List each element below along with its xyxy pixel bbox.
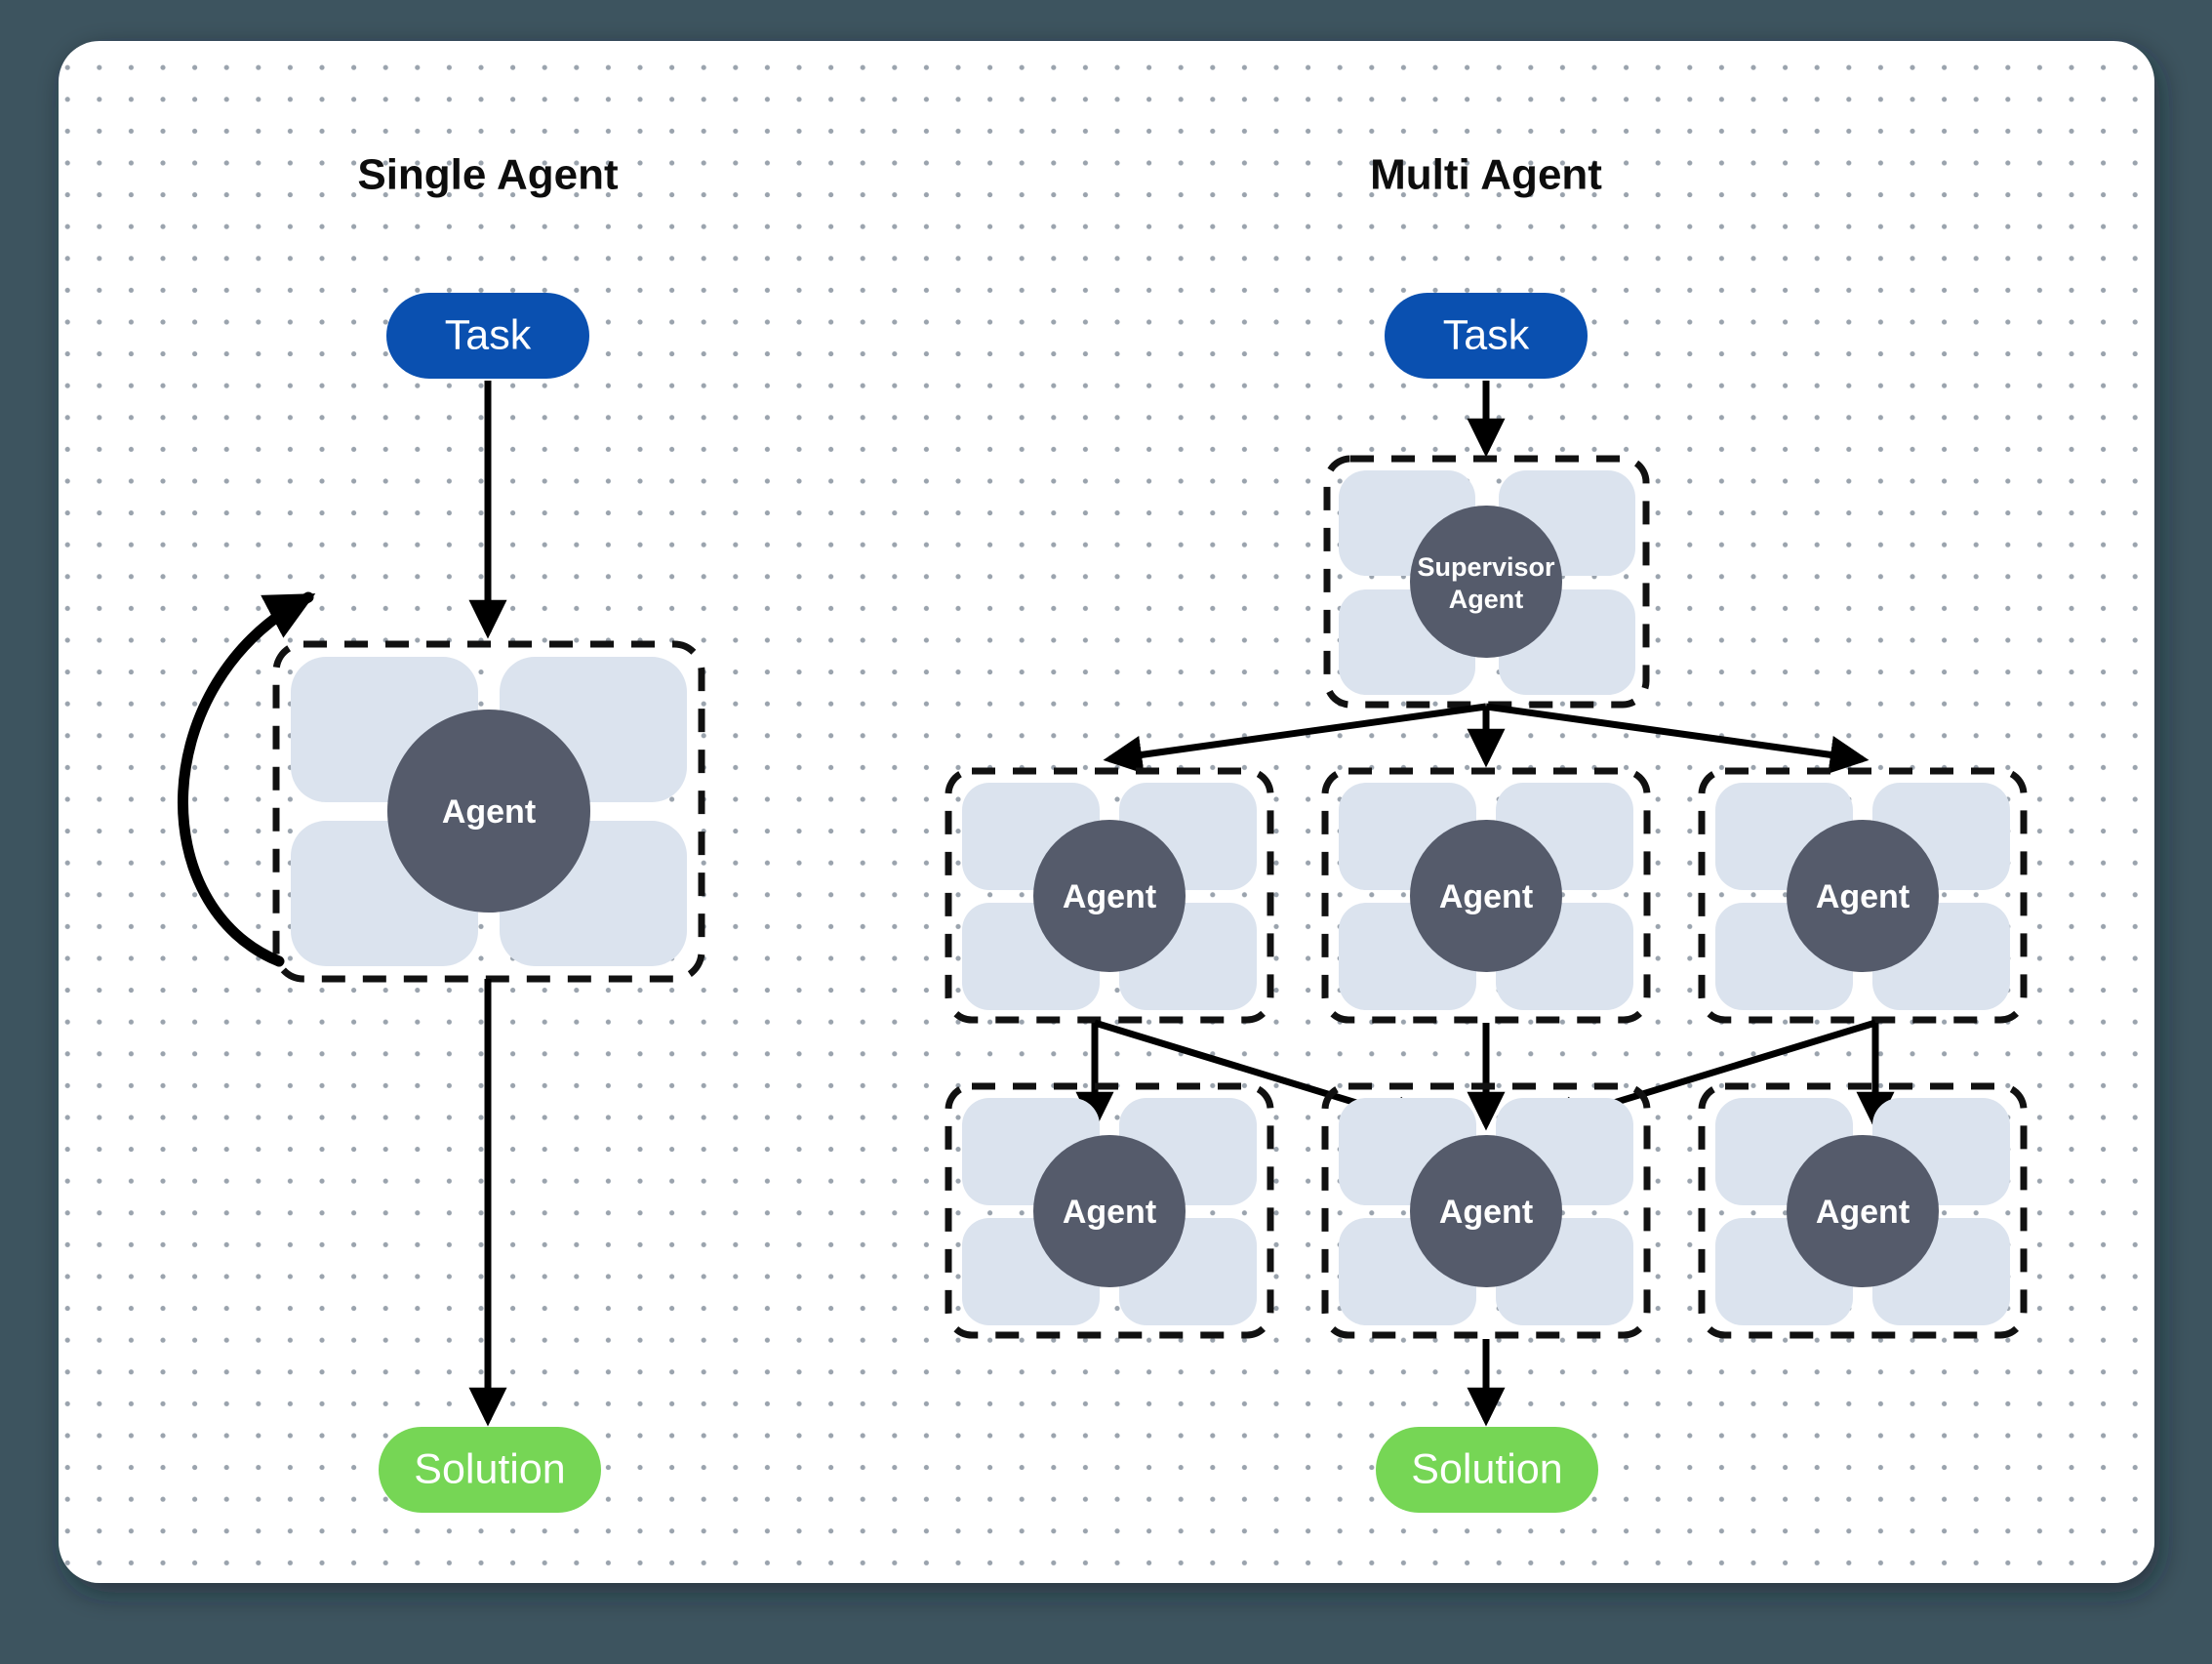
node-agent-bottom-1-label: Agent bbox=[1063, 1194, 1156, 1231]
dashed-boundary-icon bbox=[1698, 767, 2028, 1024]
edge-agent-self-loop bbox=[178, 591, 316, 967]
node-supervisor-label-line1: Supervisor bbox=[1417, 552, 1555, 582]
agent-core-circle bbox=[1410, 820, 1562, 972]
dashed-boundary-icon bbox=[1321, 1082, 1651, 1339]
node-task-multi-label: Task bbox=[1443, 311, 1530, 358]
dashed-boundary-icon bbox=[945, 1082, 1274, 1339]
agent-core-circle bbox=[387, 710, 590, 913]
node-agent-single[interactable]: Agent bbox=[272, 640, 705, 983]
dashed-boundary-icon bbox=[1321, 767, 1651, 1024]
single-agent-panel: Single Agent Task Agent bbox=[178, 151, 705, 1513]
node-agent-bottom-2-label: Agent bbox=[1439, 1194, 1533, 1231]
dot-grid bbox=[59, 41, 2154, 1583]
node-solution-single[interactable]: Solution bbox=[379, 1427, 601, 1513]
node-agent-middle-3[interactable]: Agent bbox=[1698, 767, 2028, 1024]
agent-core-circle bbox=[1410, 1135, 1562, 1287]
node-solution-single-label: Solution bbox=[414, 1445, 565, 1492]
node-task-multi[interactable]: Task bbox=[1385, 293, 1588, 379]
agent-core-circle bbox=[1787, 1135, 1939, 1287]
node-task-single[interactable]: Task bbox=[386, 293, 589, 379]
edge-supervisor-to-agent-m3 bbox=[1485, 703, 1870, 774]
node-task-single-label: Task bbox=[445, 311, 532, 358]
agent-row-bottom: Agent Agent bbox=[945, 1082, 2028, 1339]
page-title-multi-agent: Multi Agent bbox=[1370, 151, 1602, 199]
node-agent-single-label: Agent bbox=[442, 793, 536, 831]
node-supervisor-label-line2: Agent bbox=[1449, 585, 1524, 614]
node-agent-middle-1[interactable]: Agent bbox=[945, 767, 1274, 1024]
page-title-single-agent: Single Agent bbox=[357, 151, 619, 199]
agent-core-circle bbox=[1033, 820, 1186, 972]
node-agent-middle-3-label: Agent bbox=[1816, 878, 1910, 915]
node-agent-bottom-1[interactable]: Agent bbox=[945, 1082, 1274, 1339]
node-solution-multi-label: Solution bbox=[1411, 1445, 1562, 1492]
diagram-panel bbox=[59, 41, 2154, 1583]
node-agent-bottom-3[interactable]: Agent bbox=[1698, 1082, 2028, 1339]
node-agent-bottom-2[interactable]: Agent bbox=[1321, 1082, 1651, 1339]
node-solution-multi[interactable]: Solution bbox=[1376, 1427, 1598, 1513]
node-supervisor-agent[interactable]: Supervisor Agent bbox=[1323, 455, 1650, 709]
node-agent-middle-1-label: Agent bbox=[1063, 878, 1156, 915]
dashed-boundary-icon bbox=[1323, 455, 1650, 709]
node-agent-bottom-3-label: Agent bbox=[1816, 1194, 1910, 1231]
agent-core-circle bbox=[1033, 1135, 1186, 1287]
node-agent-middle-2-label: Agent bbox=[1439, 878, 1533, 915]
edge-supervisor-to-agent-m1 bbox=[1103, 703, 1487, 774]
dashed-boundary-icon bbox=[1698, 1082, 2028, 1339]
agent-core-circle bbox=[1787, 820, 1939, 972]
agent-core-circle bbox=[1410, 506, 1562, 658]
node-agent-middle-2[interactable]: Agent bbox=[1321, 767, 1651, 1024]
agent-row-middle: Agent Agent bbox=[945, 767, 2028, 1024]
multi-agent-panel: Multi Agent Task Supervisor Agent bbox=[945, 151, 2028, 1513]
dashed-boundary-icon bbox=[945, 767, 1274, 1024]
